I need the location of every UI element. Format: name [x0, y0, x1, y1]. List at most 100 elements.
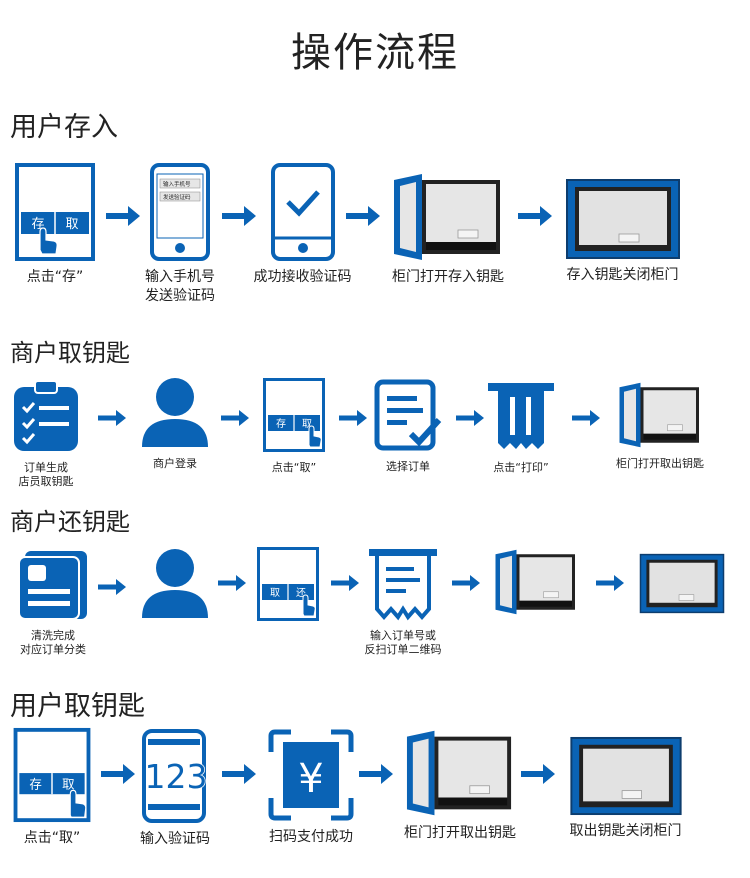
arrow-right-icon: [106, 206, 140, 226]
arrow-right-icon: [452, 575, 480, 591]
step-caption: 输入订单号或 反扫订单二维码: [364, 629, 442, 656]
arrow-right-icon: [596, 575, 624, 591]
step-open-deposit: 柜门打开存入钥匙: [378, 172, 518, 287]
step-caption: 取出钥匙关闭柜门: [569, 823, 682, 839]
arrow-right-icon: [98, 410, 126, 426]
hand-pointer-icon: [39, 227, 58, 255]
step-open-take-user: 柜门打开取出钥匙: [398, 728, 522, 843]
locker-open-icon: [495, 549, 575, 615]
step-washed: 清洗完成 对应订单分类: [5, 549, 101, 657]
step-enter-order: 输入订单号或 反扫订单二维码: [358, 547, 448, 657]
section-title-merchant-take: 商户取钥匙: [10, 339, 130, 367]
step-tap-take-user: 存 取 点击“取”: [4, 727, 100, 848]
receipt-icon: [369, 549, 437, 621]
clipboard-checklist-icon: [14, 380, 78, 451]
arrow-right-icon: [521, 764, 555, 784]
door-return-icon: 取 还: [257, 547, 319, 621]
field-code-label: 发送验证码: [163, 193, 191, 201]
scan-pay-icon: ¥: [268, 729, 354, 821]
step-receive-code: 成功接收验证码: [245, 162, 360, 287]
hand-pointer-icon: [302, 594, 316, 617]
section-title-user-take: 用户取钥匙: [10, 691, 145, 722]
arrow-right-icon: [572, 410, 600, 426]
button-take-label: 取: [270, 587, 280, 599]
yuan-symbol: ¥: [298, 756, 323, 802]
step-tap-print: 点击“打印”: [480, 381, 562, 475]
step-close-deposit: 存入钥匙关闭柜门: [560, 178, 685, 285]
phone-check-icon: [270, 163, 335, 261]
button-take-label: 取: [62, 776, 75, 791]
step-close-return: [637, 553, 727, 614]
step-open-take: 柜门打开取出钥匙: [606, 381, 714, 471]
section-title-merchant-return: 商户还钥匙: [10, 508, 130, 536]
button-take-label: 取: [302, 418, 312, 430]
hand-pointer-icon: [69, 789, 87, 818]
arrow-right-icon: [222, 764, 256, 784]
arrow-right-icon: [456, 410, 484, 426]
arrow-right-icon: [359, 764, 393, 784]
phone-input-icon: 输入手机号 发送验证码: [150, 163, 210, 261]
arrow-right-icon: [218, 575, 246, 591]
step-close-take-user: 取出钥匙关闭柜门: [563, 736, 688, 841]
door-take-icon: 存 取: [13, 727, 91, 823]
locker-open-icon: [394, 174, 500, 260]
page-title: 操作流程: [291, 30, 459, 76]
step-scan-pay: ¥ 扫码支付成功: [255, 728, 367, 847]
locker-open-icon: [406, 730, 512, 816]
step-caption: 输入手机号 发送验证码: [145, 269, 215, 304]
button-return-label: 还: [296, 587, 306, 599]
step-tap-take: 存 取 点击“取”: [255, 377, 333, 475]
step-merchant-login: 商户登录: [135, 377, 215, 471]
step-caption: 柜门打开取出钥匙: [616, 457, 704, 470]
door-deposit-icon: 存 取: [15, 163, 95, 261]
step-order-generated: 订单生成 店员取钥匙: [5, 379, 87, 489]
step-caption: 点击“存”: [26, 269, 84, 285]
printer-receipt-icon: [488, 383, 554, 449]
arrow-right-icon: [346, 206, 380, 226]
locker-closed-icon: [639, 553, 725, 614]
arrow-right-icon: [98, 579, 126, 595]
user-icon: [142, 378, 208, 447]
step-caption: 成功接收验证码: [253, 269, 352, 285]
step-caption: 点击“取”: [271, 461, 317, 474]
step-input-phone: 输入手机号 发送验证码 输入手机号 发送验证码: [135, 162, 225, 306]
step-caption: 点击“取”: [23, 830, 81, 846]
step-caption: 清洗完成 对应订单分类: [20, 629, 86, 656]
step-caption: 输入验证码: [140, 831, 210, 847]
step-caption: 点击“打印”: [493, 461, 549, 474]
button-deposit-label: 存: [29, 776, 41, 791]
step-merchant-login-2: [135, 548, 215, 620]
arrow-right-icon: [222, 206, 256, 226]
step-caption: 存入钥匙关闭柜门: [566, 267, 679, 283]
field-phone-label: 输入手机号: [163, 180, 191, 188]
document-check-icon: [374, 379, 442, 451]
button-deposit-label: 存: [276, 417, 286, 430]
arrow-right-icon: [518, 206, 552, 226]
step-caption: 柜门打开存入钥匙: [392, 269, 504, 285]
step-caption: 订单生成 店员取钥匙: [18, 461, 74, 488]
verification-code-text: 123: [145, 757, 208, 796]
locker-open-icon: [619, 382, 699, 448]
step-tap-return: 取 还: [253, 546, 323, 622]
id-card-icon: [18, 551, 87, 620]
step-caption: 商户登录: [153, 457, 197, 470]
door-take-icon: 存 取: [263, 378, 325, 452]
step-select-order: 选择订单: [368, 378, 448, 474]
phone-code-icon: 123: [142, 729, 208, 823]
step-caption: 扫码支付成功: [269, 829, 353, 845]
hand-pointer-icon: [308, 425, 322, 448]
step-caption: 柜门打开取出钥匙: [404, 825, 516, 841]
arrow-right-icon: [339, 410, 367, 426]
step-open-return: [490, 548, 582, 616]
arrow-right-icon: [221, 410, 249, 426]
step-tap-deposit: 存 取 点击“存”: [5, 162, 105, 287]
button-take-label: 取: [65, 217, 78, 232]
locker-closed-icon: [565, 179, 680, 259]
locker-closed-icon: [569, 736, 682, 816]
arrow-right-icon: [101, 764, 135, 784]
section-title-user-deposit: 用户存入: [10, 112, 118, 143]
user-icon: [142, 549, 208, 618]
step-caption: 选择订单: [386, 460, 430, 473]
arrow-right-icon: [331, 575, 359, 591]
step-enter-code: 123 输入验证码: [135, 728, 215, 849]
